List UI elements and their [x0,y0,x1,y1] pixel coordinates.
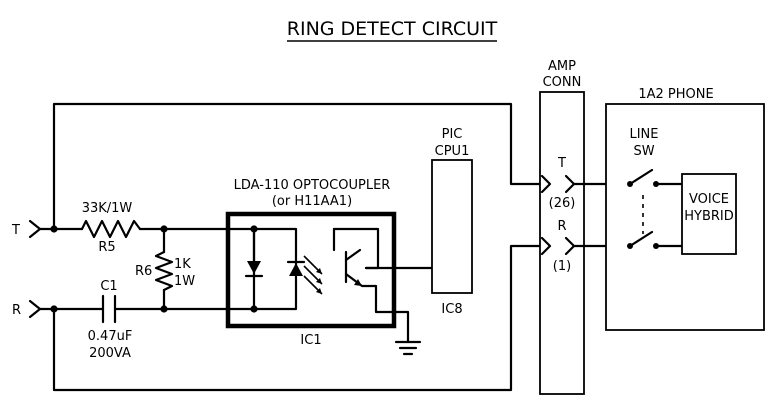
pic-ref: IC8 [441,302,462,317]
c1-value2: 200VA [89,346,131,361]
r6-name: R6 [135,264,152,279]
optocoupler-alt: (or H11AA1) [272,194,352,209]
optocoupler-ic1 [225,211,397,329]
phone-title: 1A2 PHONE [638,87,713,102]
hybrid-line1: VOICE [689,192,729,207]
amp-line1: AMP [548,59,576,74]
amp-t-pin: (26) [549,196,576,211]
junction-dot [160,305,168,313]
line-switch-line2: SW [633,144,654,159]
c1-name: C1 [100,279,117,294]
amp-t-label: T [557,156,566,171]
pic-line1: PIC [442,127,463,142]
hybrid-line2: HYBRID [684,209,734,224]
r6-value1: 1K [174,257,191,272]
terminal-r-arrow [28,299,42,319]
pic-cpu-block [431,159,473,294]
junction-dot [160,225,168,233]
r-in-arrow [540,236,552,256]
line-switch-line1: LINE [629,127,658,142]
optocoupler-ref: IC1 [300,333,321,348]
junction-dot [50,305,58,313]
terminal-t-arrow [28,219,42,239]
terminal-t-label: T [11,223,20,238]
terminal-r-label: R [12,303,21,318]
r5-resistor [80,219,142,239]
junction-dot [50,225,58,233]
c1-capacitor [101,294,117,324]
phototransistor [332,227,434,344]
r5-name: R5 [98,240,115,255]
voice-hybrid-block [681,173,737,255]
amp-r-label: R [557,219,566,234]
amp-r-pin: (1) [553,259,571,274]
r6-value2: 1W [174,274,195,289]
t-line-wiring [38,102,550,311]
ground-icon [394,340,422,356]
amp-connector [539,91,585,395]
t-in-arrow [540,174,552,194]
line-switch [627,168,684,249]
diagram-title: RING DETECT CIRCUIT [287,18,498,40]
light-coupling-arrows [303,255,323,295]
optocoupler-title: LDA-110 OPTOCOUPLER [234,178,391,193]
c1-value1: 0.47uF [88,329,133,344]
pic-line2: CPU1 [435,144,470,159]
r6-resistor [154,250,174,292]
led-pair [244,227,306,311]
amp-line2: CONN [543,75,582,90]
r5-value: 33K/1W [82,201,133,216]
